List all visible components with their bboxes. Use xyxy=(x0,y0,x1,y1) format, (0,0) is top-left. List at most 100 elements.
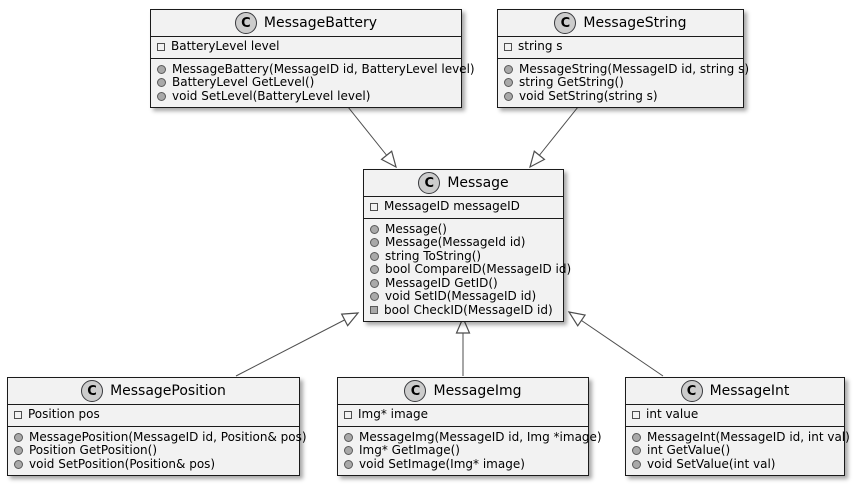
field-text: int value xyxy=(646,407,699,421)
method-row: Position GetPosition() xyxy=(14,443,293,458)
method-text: MessageInt(MessageID id, int val) xyxy=(647,429,850,444)
public-method-icon xyxy=(632,432,641,442)
class-icon: C xyxy=(234,12,257,34)
method-text: MessageString(MessageID id, string s) xyxy=(519,61,750,76)
field-row: Position pos xyxy=(14,407,293,422)
method-text: void SetImage(Img* image) xyxy=(359,456,525,471)
fields-compartment: string s xyxy=(498,37,743,59)
public-method-icon xyxy=(632,446,641,456)
public-method-icon xyxy=(370,251,379,261)
public-method-icon xyxy=(157,78,166,88)
method-text: void SetID(MessageID id) xyxy=(385,289,537,303)
method-row: MessageID GetID() xyxy=(370,275,557,291)
method-text: Img* GetImage() xyxy=(359,443,460,457)
method-text: Message() xyxy=(385,221,447,236)
public-method-icon xyxy=(370,292,379,302)
fields-compartment: Img* image xyxy=(338,405,588,427)
class-header-messageint: C MessageInt xyxy=(626,378,844,405)
private-method-icon xyxy=(370,306,378,315)
public-method-icon xyxy=(14,446,23,456)
class-header-messageimg: C MessageImg xyxy=(338,378,588,405)
method-row: string GetString() xyxy=(504,75,737,90)
method-row: void SetID(MessageID id) xyxy=(370,289,557,304)
field-text: Img* image xyxy=(358,407,429,421)
method-row: BatteryLevel GetLevel() xyxy=(157,75,455,90)
method-row: void SetImage(Img* image) xyxy=(344,456,582,472)
class-title: MessageImg xyxy=(433,383,522,399)
field-row: string s xyxy=(504,39,737,54)
method-row: Message(MessageId id) xyxy=(370,235,557,250)
methods-compartment: MessageString(MessageID id, string s) st… xyxy=(498,59,749,108)
field-text: string s xyxy=(518,39,563,53)
class-title: Message xyxy=(447,175,509,191)
field-visibility-icon xyxy=(632,410,640,419)
methods-compartment: MessageImg(MessageID id, Img *image) Img… xyxy=(338,427,602,476)
class-box-messagebattery: C MessageBattery BatteryLevel level Mess… xyxy=(150,9,475,108)
method-text: void SetLevel(BatteryLevel level) xyxy=(172,88,371,103)
class-header-message: C Message xyxy=(364,170,563,197)
fields-compartment: MessageID messageID xyxy=(364,197,563,219)
field-visibility-icon xyxy=(504,42,512,51)
inheritance-arrow-messagebattery-to-message xyxy=(347,106,397,169)
methods-compartment: MessageInt(MessageID id, int val) int Ge… xyxy=(626,427,850,476)
field-text: BatteryLevel level xyxy=(171,39,280,53)
class-header-messagestring: C MessageString xyxy=(498,10,743,37)
method-row: void SetLevel(BatteryLevel level) xyxy=(157,88,455,104)
field-text: MessageID messageID xyxy=(384,199,520,213)
method-text: MessageID GetID() xyxy=(385,275,498,290)
methods-compartment: MessageBattery(MessageID id, BatteryLeve… xyxy=(151,59,475,108)
method-row: Img* GetImage() xyxy=(344,443,582,458)
method-row: void SetString(string s) xyxy=(504,88,737,104)
method-row: Message() xyxy=(370,221,557,237)
inheritance-arrow-messageposition-to-message xyxy=(235,312,360,377)
class-header-messagebattery: C MessageBattery xyxy=(151,10,461,37)
field-visibility-icon xyxy=(344,410,352,419)
field-row: BatteryLevel level xyxy=(157,39,455,54)
public-method-icon xyxy=(344,432,353,442)
methods-compartment: MessagePosition(MessageID id, Position& … xyxy=(8,427,307,476)
method-row: MessageImg(MessageID id, Img *image) xyxy=(344,430,602,445)
class-icon: C xyxy=(418,172,441,194)
method-text: MessagePosition(MessageID id, Position& … xyxy=(29,429,307,444)
fields-compartment: int value xyxy=(626,405,844,427)
class-title: MessagePosition xyxy=(110,383,226,399)
method-text: void SetValue(int val) xyxy=(647,456,776,471)
public-method-icon xyxy=(370,224,379,234)
method-row: void SetValue(int val) xyxy=(632,456,838,472)
public-method-icon xyxy=(370,278,379,288)
field-row: Img* image xyxy=(344,407,582,422)
method-text: void SetString(string s) xyxy=(519,88,658,103)
method-row: bool CheckID(MessageID id) xyxy=(370,302,557,318)
method-text: bool CheckID(MessageID id) xyxy=(384,302,553,317)
public-method-icon xyxy=(504,64,513,74)
method-text: MessageBattery(MessageID id, BatteryLeve… xyxy=(172,61,475,76)
fields-compartment: Position pos xyxy=(8,405,299,427)
class-title: MessageString xyxy=(583,15,687,31)
public-method-icon xyxy=(632,459,641,469)
public-method-icon xyxy=(157,91,166,101)
class-box-messageimg: C MessageImg Img* image MessageImg(Messa… xyxy=(337,377,602,476)
method-text: Message(MessageId id) xyxy=(385,235,526,249)
class-header-messageposition: C MessagePosition xyxy=(8,378,299,405)
class-box-message: C Message MessageID messageID Message() … xyxy=(363,169,571,322)
field-text: Position pos xyxy=(28,407,100,421)
field-row: MessageID messageID xyxy=(370,199,557,214)
public-method-icon xyxy=(370,265,379,275)
method-row: MessageBattery(MessageID id, BatteryLeve… xyxy=(157,62,475,77)
field-visibility-icon xyxy=(14,410,22,419)
public-method-icon xyxy=(504,91,513,101)
method-text: Position GetPosition() xyxy=(29,443,158,457)
class-title: MessageBattery xyxy=(263,15,378,31)
method-text: string ToString() xyxy=(385,248,482,263)
method-row: MessageString(MessageID id, string s) xyxy=(504,62,749,77)
method-row: MessageInt(MessageID id, int val) xyxy=(632,430,850,445)
field-row: int value xyxy=(632,407,838,422)
class-icon: C xyxy=(404,380,427,402)
public-method-icon xyxy=(14,459,23,469)
method-text: int GetValue() xyxy=(647,443,731,457)
field-visibility-icon xyxy=(370,202,378,211)
class-icon: C xyxy=(554,12,577,34)
method-row: bool CompareID(MessageID id) xyxy=(370,262,571,277)
